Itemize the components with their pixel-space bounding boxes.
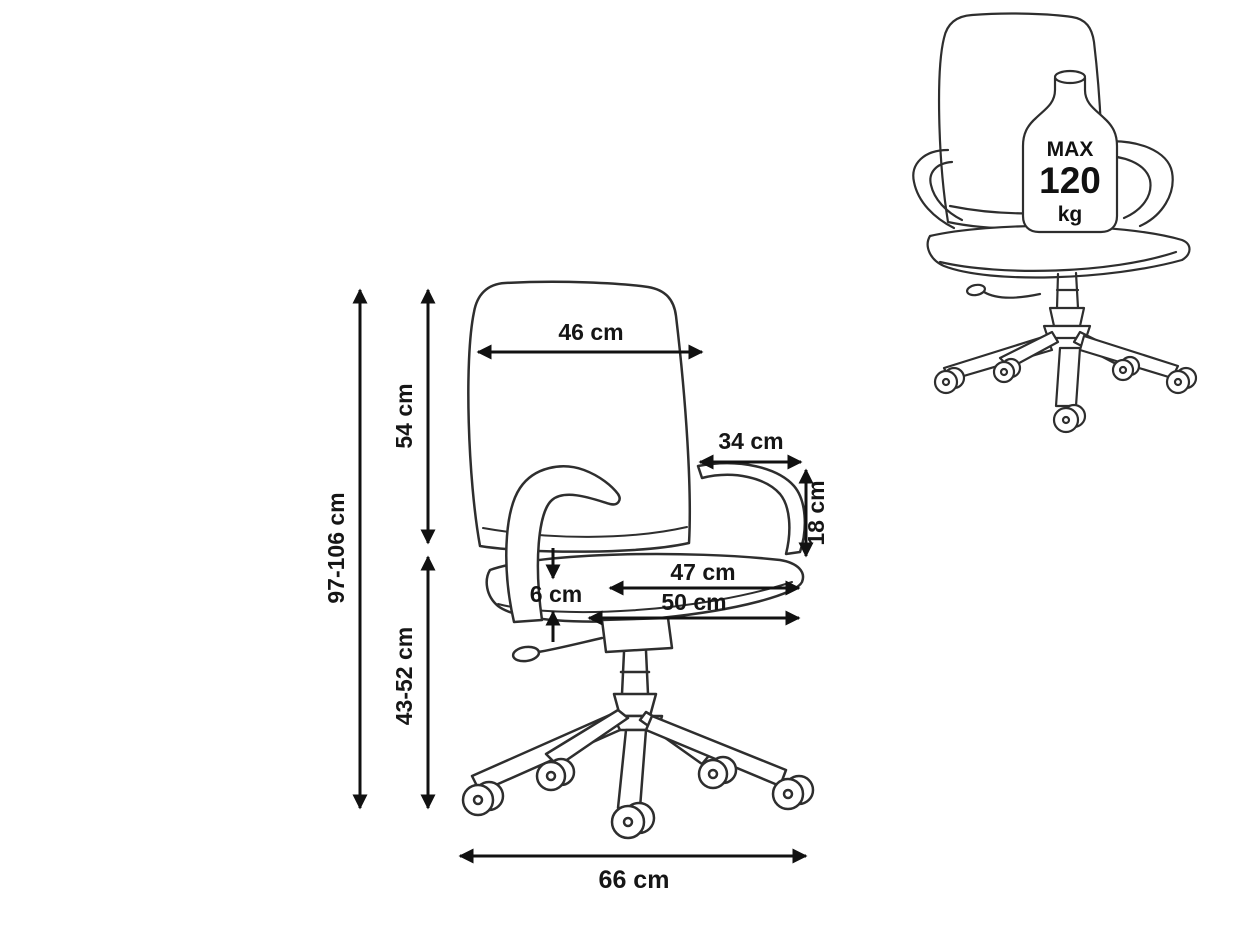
caster bbox=[1052, 403, 1087, 434]
dim-total-height-label: 97-106 cm bbox=[323, 492, 349, 603]
thumb-tilt-lever bbox=[982, 290, 1042, 299]
dim-cushion-label: 6 cm bbox=[530, 581, 582, 607]
caster bbox=[1111, 355, 1141, 382]
dim-backrest-width-label: 46 cm bbox=[558, 319, 623, 345]
thumb-armrest-right bbox=[1096, 140, 1174, 228]
thumb-base-legs bbox=[942, 330, 1180, 408]
armrest-near bbox=[505, 465, 621, 624]
caster bbox=[771, 774, 815, 811]
seat-mechanism bbox=[600, 616, 674, 654]
caster bbox=[535, 757, 576, 792]
gas-column bbox=[619, 649, 651, 696]
thumb-gas-column bbox=[1055, 271, 1080, 310]
thumbnail-chair-drawing: MAX 120 kg bbox=[912, 12, 1198, 434]
max-load-label: MAX bbox=[1047, 138, 1094, 161]
dim-base-width-label: 66 cm bbox=[599, 866, 670, 894]
caster bbox=[992, 357, 1022, 384]
max-load-value: 120 bbox=[1039, 160, 1101, 201]
thumb-armrest-left bbox=[912, 148, 956, 230]
max-load-unit: kg bbox=[1058, 203, 1083, 226]
caster bbox=[610, 801, 656, 840]
caster bbox=[697, 755, 738, 790]
tilt-lever-knob bbox=[511, 645, 541, 663]
dim-armrest-height-label: 18 cm bbox=[803, 480, 829, 545]
dim-seat-height-label: 43-52 cm bbox=[391, 627, 417, 725]
tilt-lever bbox=[536, 636, 604, 654]
casters bbox=[461, 755, 815, 840]
max-load-badge: MAX 120 kg bbox=[1021, 69, 1119, 234]
caster bbox=[461, 780, 505, 817]
dim-armrest-length-label: 34 cm bbox=[718, 428, 783, 454]
dim-backrest-height-label: 54 cm bbox=[391, 383, 417, 448]
thumb-casters bbox=[933, 355, 1198, 434]
dimension-annotations: 97-106 cm 54 cm 43-52 cm 46 cm 34 cm 18 … bbox=[323, 288, 829, 894]
caster bbox=[1165, 366, 1198, 395]
armrest-far bbox=[696, 462, 806, 556]
main-chair-drawing bbox=[461, 280, 815, 840]
bottle-cap bbox=[1053, 69, 1087, 85]
dim-seat-depth-label: 47 cm bbox=[670, 559, 735, 585]
weight-bottle bbox=[1021, 76, 1119, 234]
dim-seat-width-label: 50 cm bbox=[661, 589, 726, 615]
caster bbox=[933, 366, 966, 395]
